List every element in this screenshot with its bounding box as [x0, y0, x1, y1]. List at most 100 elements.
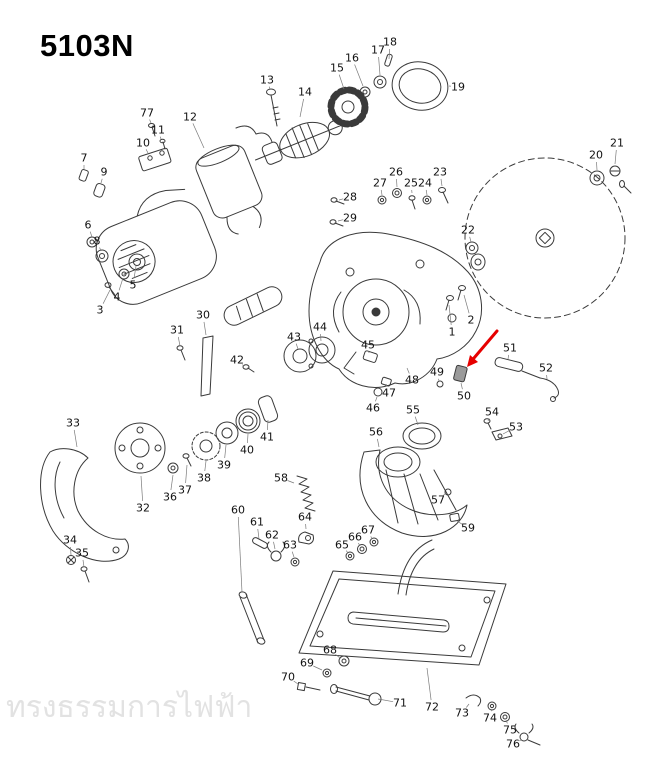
leader-line-37	[185, 464, 188, 484]
washers-65-67	[345, 537, 379, 561]
armature	[254, 118, 358, 165]
leader-line-11	[159, 136, 162, 140]
part-label-43: 43	[287, 331, 301, 344]
part-label-61: 61	[250, 516, 264, 529]
leader-line-61	[257, 528, 260, 540]
part-label-76: 76	[506, 738, 520, 751]
base-plate	[298, 539, 507, 666]
part-label-72: 72	[425, 701, 439, 714]
safety-cover	[40, 448, 129, 562]
leader-line-18	[388, 48, 390, 60]
ring-55	[402, 422, 442, 450]
brush-holder-parts	[138, 123, 172, 172]
part-label-65: 65	[335, 539, 349, 552]
part-label-9: 9	[101, 166, 108, 179]
part-label-46: 46	[366, 402, 380, 415]
leader-line-22	[469, 236, 472, 243]
bracket-53-54	[483, 418, 513, 441]
part-label-32: 32	[136, 502, 150, 515]
leader-line-65	[345, 550, 349, 554]
leader-line-30	[203, 321, 207, 336]
leader-line-14	[299, 98, 304, 118]
leader-line-70	[293, 680, 299, 685]
gear-flange-stack	[114, 395, 279, 474]
clamp-parts	[252, 531, 314, 567]
leader-line-55	[414, 416, 419, 426]
leader-line-4	[118, 277, 124, 291]
leader-line-17	[378, 56, 381, 76]
leader-line-41	[267, 419, 269, 431]
leader-line-31	[177, 336, 181, 347]
clamp-handle	[330, 684, 382, 706]
leader-line-54	[487, 418, 490, 422]
page-title: 5103N	[40, 28, 134, 63]
part-label-29: 29	[343, 212, 357, 225]
inner-flange-22	[465, 241, 486, 271]
part-label-33: 33	[66, 417, 80, 430]
leader-line-50	[460, 382, 463, 390]
part-label-11: 11	[151, 124, 165, 137]
part-label-55: 55	[406, 404, 420, 417]
part-label-24: 24	[418, 177, 432, 190]
leader-line-27	[380, 189, 383, 196]
part-label-63: 63	[283, 539, 297, 552]
part-label-16: 16	[345, 52, 359, 65]
leader-line-21	[614, 149, 617, 165]
part-label-60: 60	[231, 504, 245, 517]
part-label-31: 31	[170, 324, 184, 337]
part-label-10: 10	[136, 137, 150, 150]
part-label-34: 34	[63, 534, 77, 547]
leader-line-2	[463, 294, 470, 314]
part-label-62: 62	[265, 529, 279, 542]
leader-line-48	[406, 367, 410, 374]
leader-line-34	[70, 546, 72, 556]
part-label-23: 23	[433, 166, 447, 179]
leader-line-20	[596, 161, 598, 171]
case-bolts	[445, 285, 466, 311]
leader-line-3	[102, 289, 111, 304]
part-label-18: 18	[383, 36, 397, 49]
shaft-51-52	[494, 357, 559, 402]
leader-line-35	[82, 559, 85, 568]
part-label-66: 66	[348, 531, 362, 544]
part-label-39: 39	[217, 459, 231, 472]
part-label-75: 75	[503, 724, 517, 737]
highlight-arrow	[467, 329, 499, 367]
part-label-59: 59	[461, 522, 475, 535]
part-label-64: 64	[298, 511, 312, 524]
field-wires	[235, 125, 273, 143]
part-label-73: 73	[455, 707, 469, 720]
leader-line-46	[375, 396, 378, 402]
part-label-25: 25	[404, 177, 418, 190]
leader-line-59	[456, 520, 463, 525]
part-label-4: 4	[114, 291, 121, 304]
leader-line-63	[291, 551, 295, 558]
part-label-68: 68	[323, 644, 337, 657]
part-label-21: 21	[610, 137, 624, 150]
leader-line-51	[507, 354, 510, 360]
part-label-47: 47	[382, 387, 396, 400]
part-label-3: 3	[97, 304, 104, 317]
leader-line-72	[426, 667, 432, 701]
leader-line-73	[466, 703, 470, 708]
leader-line-62	[273, 541, 276, 550]
leader-line-26	[396, 178, 398, 188]
blade-flange-washers	[589, 165, 632, 194]
leader-line-67	[370, 536, 373, 540]
part-label-45: 45	[361, 339, 375, 352]
leader-line-8	[99, 247, 102, 252]
part-label-69: 69	[300, 657, 314, 670]
leader-line-74	[491, 708, 493, 712]
watermark-text: ทรงธรรมการไฟฟ้า	[6, 691, 253, 724]
bearing-washers	[359, 53, 393, 98]
leader-line-28	[338, 198, 344, 201]
part-label-71: 71	[393, 697, 407, 710]
part-label-67: 67	[361, 524, 375, 537]
stator-field	[195, 144, 263, 235]
leader-line-36	[170, 474, 174, 491]
blade-case	[308, 231, 482, 388]
leader-line-77	[149, 119, 152, 124]
leader-line-69	[313, 665, 323, 671]
part-label-2: 2	[468, 314, 475, 327]
part-label-52: 52	[539, 362, 553, 375]
